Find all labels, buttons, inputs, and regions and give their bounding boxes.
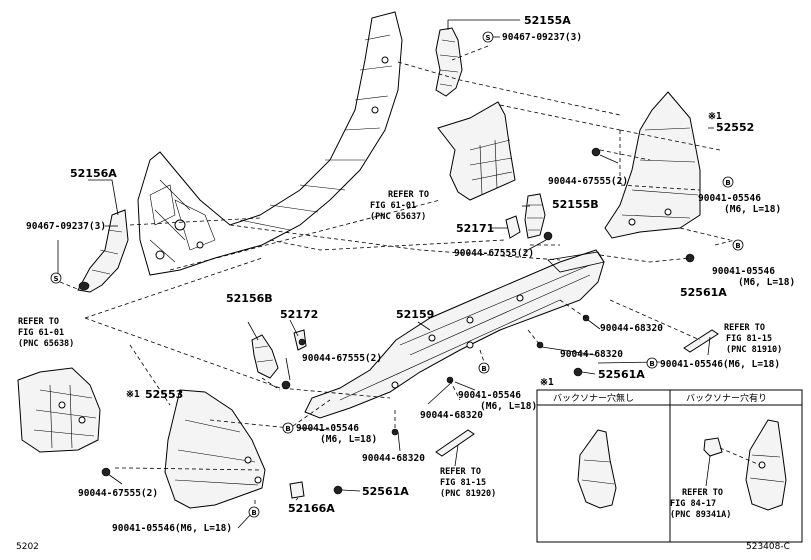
svg-text:B: B <box>251 509 256 517</box>
label-90041-left-a: 90041-05546 <box>296 423 359 434</box>
label-52561A-right: 52561A <box>680 286 727 299</box>
svg-text:S: S <box>53 275 58 283</box>
label-90044-68320-b: 90044-68320 <box>560 349 623 360</box>
clip-52166A <box>289 481 305 499</box>
bracket-52155B <box>524 193 546 239</box>
bolt-b-marker: B <box>478 362 490 374</box>
label-90044-67555-mid: 90044-67555(2) <box>454 248 534 259</box>
label-52553: 52553 <box>145 388 183 401</box>
label-52159: 52159 <box>396 308 434 321</box>
label-90041-center-b: (M6, L=18) <box>480 401 537 412</box>
svg-text:B: B <box>285 425 290 433</box>
inset-panel-with-hole <box>745 419 787 511</box>
ref2-line2: FIG 61-01 <box>18 328 64 338</box>
label-52552: 52552 <box>716 121 754 134</box>
ref2-line3: (PNC 65638) <box>18 339 74 349</box>
bolt-b-marker: B <box>646 357 658 369</box>
label-90041-right-1a: 90041-05546 <box>698 193 761 204</box>
label-90041-right-2a: 90041-05546 <box>712 266 775 277</box>
ref5-line3: (PNC 89341A) <box>670 510 731 520</box>
label-52166A: 52166A <box>288 502 335 515</box>
svg-text:B: B <box>735 242 740 250</box>
label-90041-bottom: 90041-05546(M6, L=18) <box>112 523 232 534</box>
label-90044-68320-a: 90044-68320 <box>600 323 663 334</box>
label-90044-68320-d: 90044-68320 <box>362 453 425 464</box>
label-90467-top: 90467-09237(3) <box>502 32 582 43</box>
svg-text:B: B <box>725 179 730 187</box>
panel-52552 <box>604 91 701 239</box>
bracket-52156A <box>77 209 129 293</box>
inner-panel-65638 <box>17 367 101 453</box>
bolt-s-marker: S <box>482 31 494 43</box>
label-90044-68320-c: 90044-68320 <box>420 410 483 421</box>
label-90041-center-a: 90041-05546 <box>458 390 521 401</box>
inset-note: ※1 <box>540 377 554 388</box>
label-52561A-mid: 52561A <box>598 368 645 381</box>
bolt-b-marker: B <box>722 176 734 188</box>
ref4-line3: (PNC 81920) <box>440 489 496 499</box>
bolt-b-marker: B <box>732 239 744 251</box>
label-52156B: 52156B <box>226 292 273 305</box>
reflector-81920 <box>435 429 475 457</box>
label-52155B: 52155B <box>552 198 599 211</box>
label-90467-left: 90467-09237(3) <box>26 221 106 232</box>
note-x1-left: ※1 <box>126 389 140 400</box>
note-x1-top: ※1 <box>708 111 722 122</box>
bracket-52155A <box>435 27 463 97</box>
bolt-b-marker: B <box>248 506 260 518</box>
label-52561A-bottom: 52561A <box>362 485 409 498</box>
bolt-markers: S S B B B B B B <box>50 31 744 518</box>
label-90044-67555-c: 90044-67555(2) <box>302 353 382 364</box>
panel-52553 <box>164 389 266 509</box>
sonar-mount-89341A <box>703 437 723 457</box>
label-90044-67555-top: 90044-67555(2) <box>548 176 628 187</box>
bracket-52156B <box>251 334 279 379</box>
label-52156A: 52156A <box>70 167 117 180</box>
assembly-lines <box>59 45 736 515</box>
label-52171: 52171 <box>456 222 494 235</box>
bumper-cover-52159 <box>304 249 605 419</box>
bolt-b-marker: B <box>282 422 294 434</box>
ref2-line1: REFER TO <box>18 317 59 327</box>
label-90041-right-2b: (M6, L=18) <box>738 277 795 288</box>
ref4-line1: REFER TO <box>440 467 481 477</box>
footer-left: 5202 <box>16 542 39 552</box>
leader-lines <box>57 19 714 529</box>
inset-box: バックソナー穴無し バックソナー穴有り <box>536 389 803 543</box>
svg-text:B: B <box>481 365 486 373</box>
svg-text:S: S <box>485 34 490 42</box>
footer-right: 523408-C <box>746 542 790 552</box>
ref5-line2: FIG 84-17 <box>670 499 716 509</box>
ref1-line2: FIG 61-01 <box>370 201 416 211</box>
label-90041-left-b: (M6, L=18) <box>320 434 377 445</box>
svg-text:B: B <box>649 360 654 368</box>
bolt-s-marker: S <box>50 272 62 284</box>
quarter-panel-body <box>137 11 403 276</box>
ref3-line3: (PNC 81910) <box>726 345 782 355</box>
inset-right-title: バックソナー穴有り <box>686 392 767 404</box>
ref3-line2: FIG 81-15 <box>726 334 772 344</box>
ref5-line1: REFER TO <box>682 488 723 498</box>
ref3-line1: REFER TO <box>724 323 765 333</box>
label-90041-right-1b: (M6, L=18) <box>724 204 781 215</box>
label-52155A: 52155A <box>524 14 571 27</box>
inset-left-title: バックソナー穴無し <box>553 392 634 404</box>
label-52172: 52172 <box>280 308 318 321</box>
ref4-line2: FIG 81-15 <box>440 478 486 488</box>
part-labels: 52155A 90467-09237(3) ※1 52552 90044-675… <box>16 14 795 552</box>
reflector-81910 <box>683 329 719 353</box>
ref1-line1: REFER TO <box>388 190 429 200</box>
inner-panel-65637 <box>437 101 516 201</box>
clip-52171 <box>505 215 521 239</box>
label-90041-right-3: 90041-05546(M6, L=18) <box>660 359 780 370</box>
inset-panel-no-hole <box>577 429 617 509</box>
ref1-line3: (PNC 65637) <box>370 212 426 222</box>
label-90044-67555-d: 90044-67555(2) <box>78 488 158 499</box>
